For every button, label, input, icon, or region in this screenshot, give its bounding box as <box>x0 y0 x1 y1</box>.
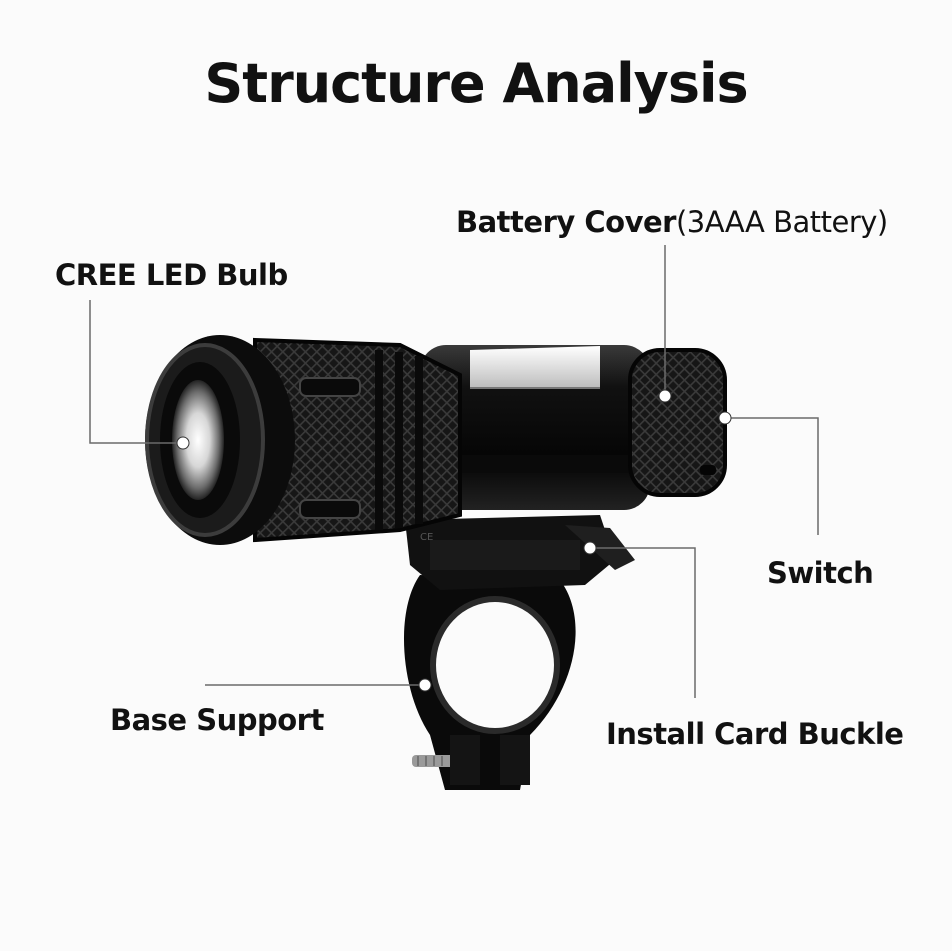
battery-note-text: (3AAA Battery) <box>675 205 888 239</box>
svg-text:CE: CE <box>420 532 433 543</box>
callout-dots <box>176 389 732 692</box>
leader-switch <box>725 417 819 535</box>
leader-bulb <box>89 300 183 444</box>
dot-switch <box>718 411 732 425</box>
battery-cover <box>628 348 727 497</box>
handlebar-clamp <box>403 575 576 790</box>
leader-buckle <box>590 547 696 698</box>
flashlight-bezel <box>145 335 295 545</box>
battery-cover-text: Battery Cover <box>456 205 676 239</box>
page-title: Structure Analysis <box>204 52 748 115</box>
install-card-buckle: CE <box>405 515 635 590</box>
dot-battery-cover <box>658 389 672 403</box>
dot-bulb <box>176 436 190 450</box>
label-install-card-buckle: Install Card Buckle <box>606 717 904 751</box>
dot-base-support <box>418 678 432 692</box>
led-lens <box>172 380 224 500</box>
label-battery-cover: Battery Cover(3AAA Battery) <box>456 205 888 239</box>
flashlight-head <box>253 337 462 543</box>
dot-buckle <box>583 541 597 555</box>
label-cree-led-bulb: CREE LED Bulb <box>55 258 288 292</box>
leader-lines <box>89 245 819 698</box>
label-switch: Switch <box>767 556 874 590</box>
label-base-support: Base Support <box>110 703 324 737</box>
flashlight-body <box>420 345 650 510</box>
